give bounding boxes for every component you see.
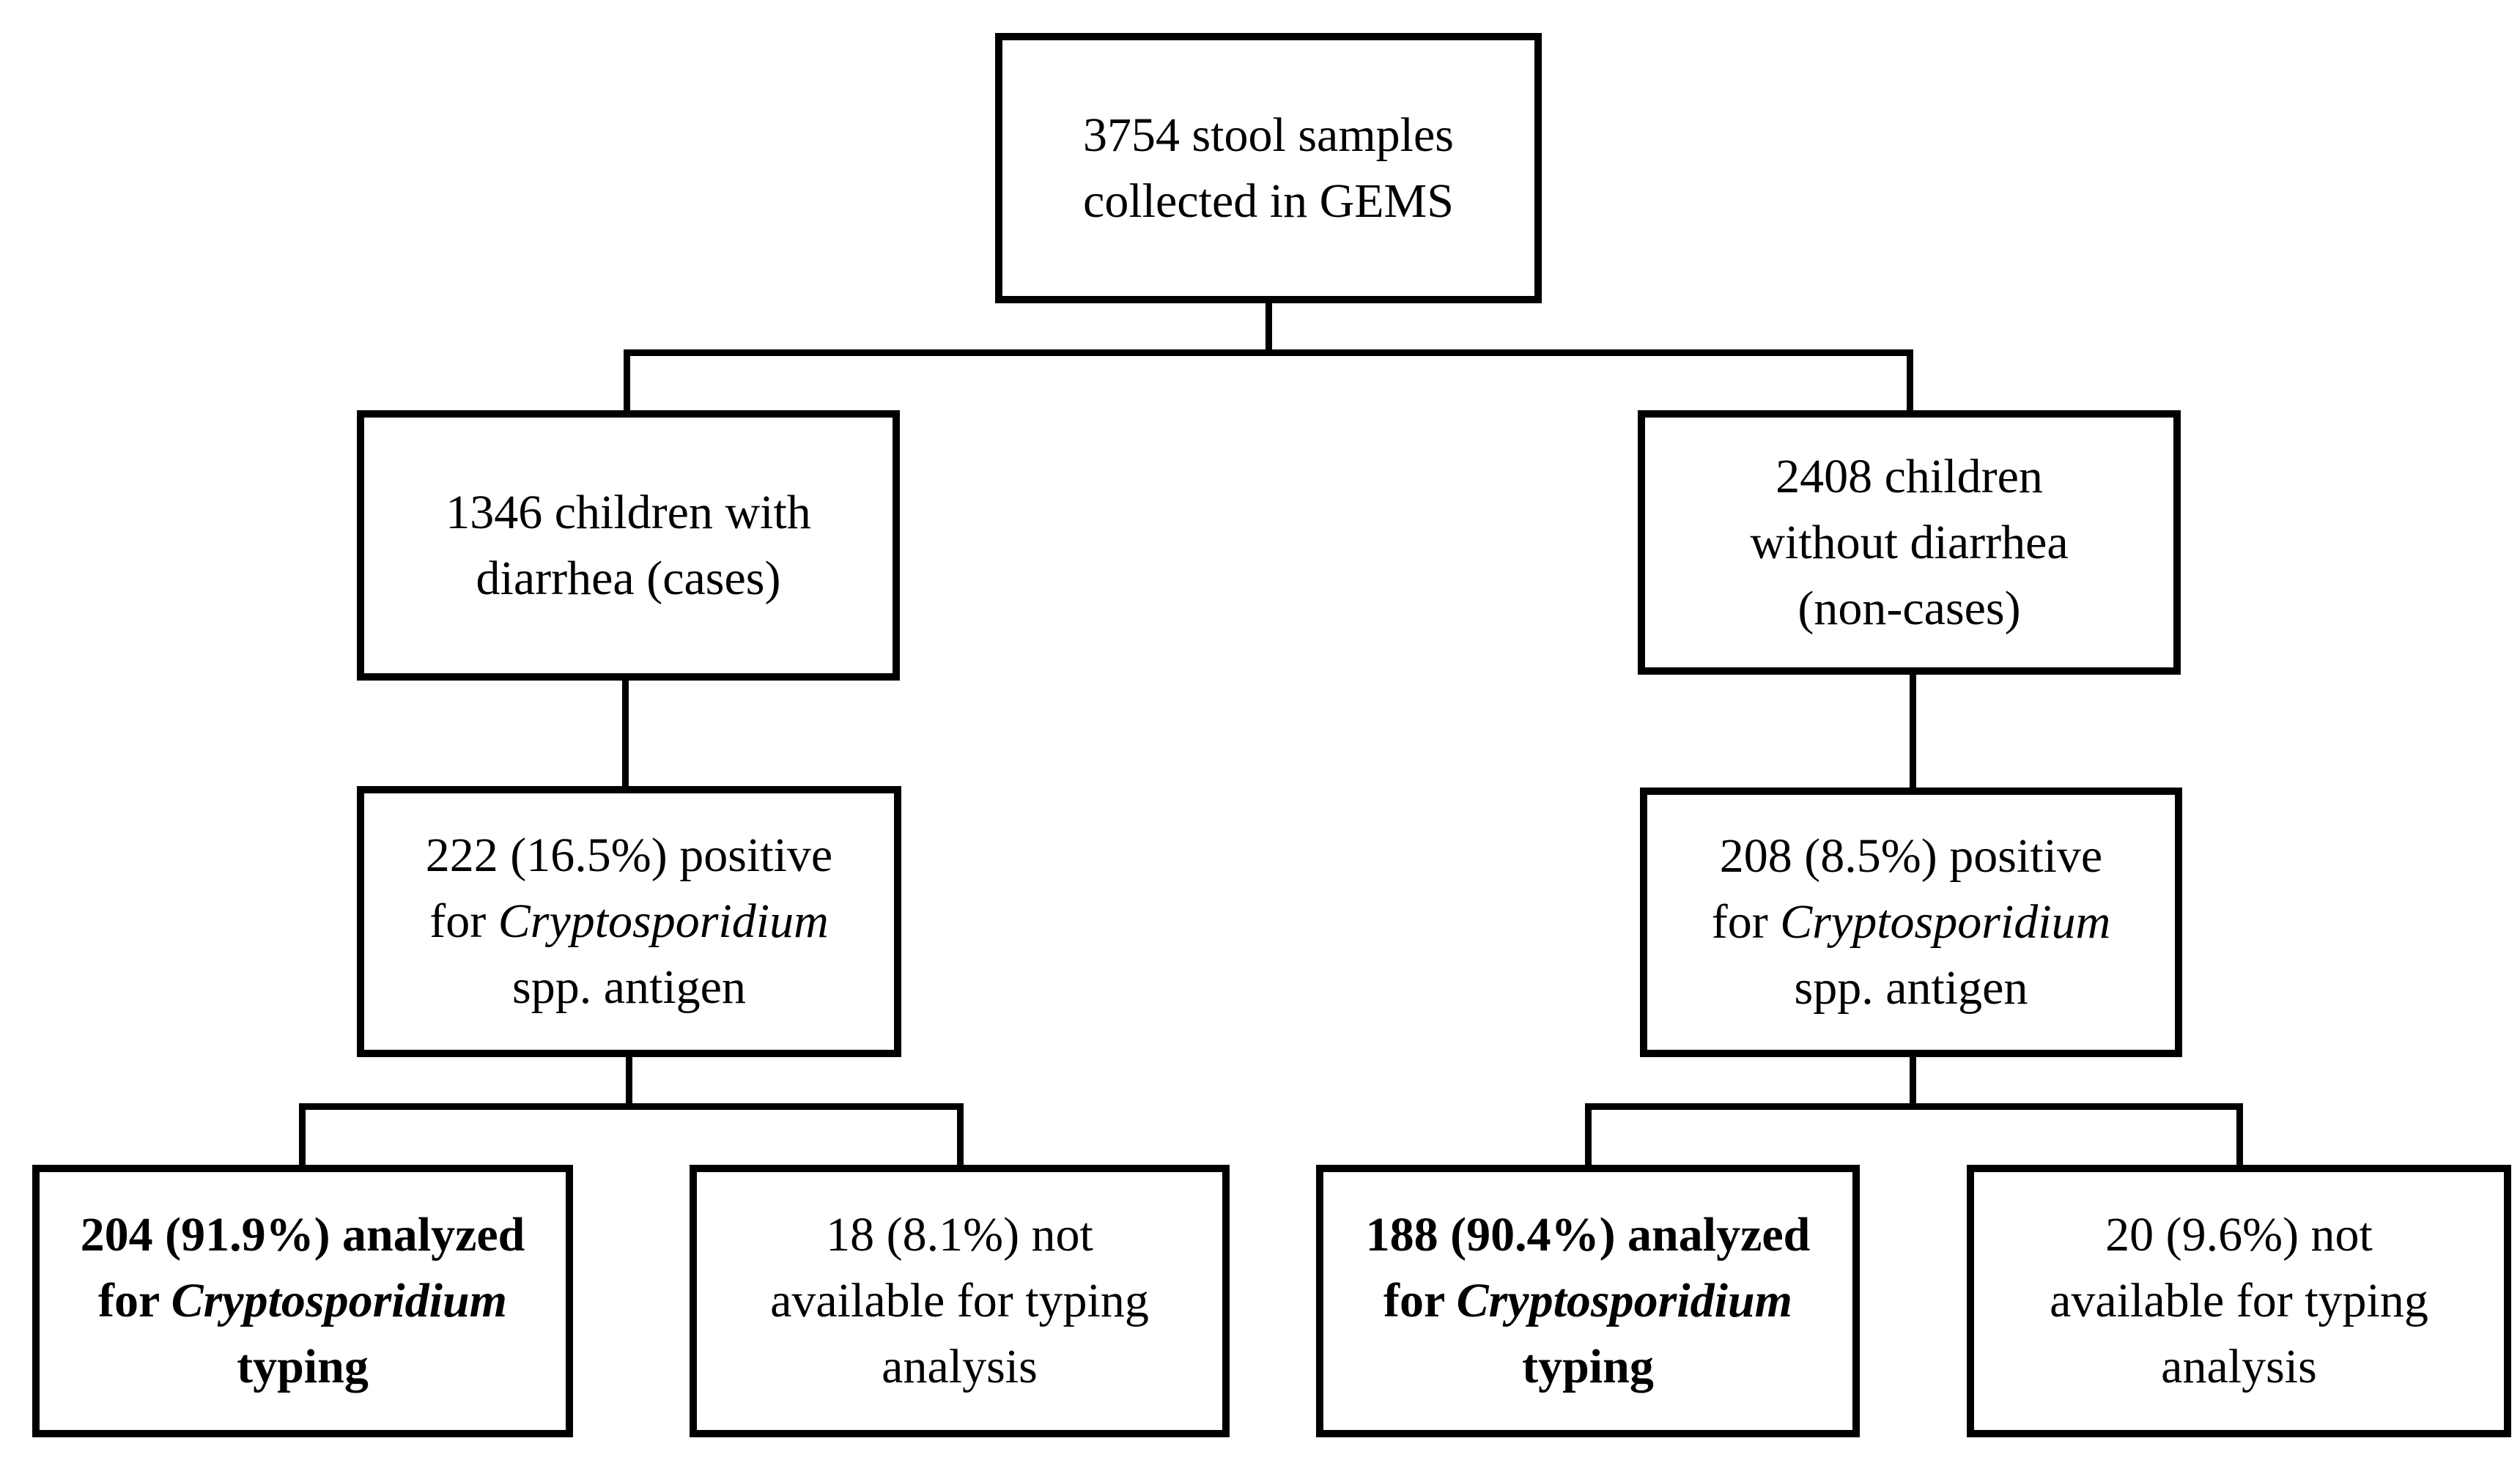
species-name-italic: Cryptosporidium: [171, 1274, 508, 1327]
node-text-line: 2408 children: [1776, 449, 2043, 503]
node-text-line: 18 (8.1%) not: [826, 1208, 1093, 1261]
node-text-line: 3754 stool samples: [1083, 108, 1454, 162]
connector-drop-to-noncases-typed: [1585, 1103, 1592, 1169]
node-text-line: 20 (9.6%) not: [2105, 1208, 2373, 1261]
node-text-line: for Cryptosporidium: [1711, 895, 2111, 949]
node-non-cases: 2408 children without diarrhea (non-case…: [1638, 410, 2181, 675]
node-text-line: without diarrhea: [1750, 515, 2069, 569]
species-name-italic: Cryptosporidium: [1456, 1274, 1793, 1327]
connector-drop-to-noncases-not: [2236, 1103, 2243, 1169]
connector-cases-pos-stem: [626, 1054, 632, 1110]
node-text-line: for Cryptosporidium: [429, 894, 829, 948]
species-name-italic: Cryptosporidium: [1780, 895, 2111, 949]
connector-level1-crossbar: [624, 349, 1913, 356]
node-text-line: 204 (91.9%) analyzed: [80, 1208, 525, 1261]
node-text-line: (non-cases): [1797, 581, 2021, 635]
node-cases-antigen-positive: 222 (16.5%) positive for Cryptosporidium…: [357, 786, 901, 1057]
node-text-line: spp. antigen: [512, 960, 746, 1014]
node-non-cases-typed: 188 (90.4%) analyzed for Cryptosporidium…: [1316, 1165, 1860, 1437]
connector-cases-crossbar: [299, 1103, 964, 1110]
connector-root-stem: [1265, 300, 1272, 355]
node-text-line: available for typing: [770, 1274, 1149, 1327]
node-text-line: collected in GEMS: [1083, 174, 1454, 228]
node-text-line: 208 (8.5%) positive: [1719, 829, 2103, 883]
node-non-cases-not-typed: 20 (9.6%) not available for typing analy…: [1967, 1165, 2511, 1437]
node-non-cases-antigen-positive: 208 (8.5%) positive for Cryptosporidium …: [1640, 788, 2182, 1057]
node-text-line: typing: [237, 1340, 369, 1393]
connector-drop-to-cases: [624, 349, 630, 417]
species-name-italic: Cryptosporidium: [498, 894, 829, 948]
node-text-line: typing: [1522, 1340, 1654, 1393]
node-text-line: diarrhea (cases): [476, 551, 781, 605]
connector-noncases-to-positive: [1910, 672, 1916, 793]
node-text-line: for Cryptosporidium: [97, 1274, 508, 1327]
node-text-line: for Cryptosporidium: [1383, 1274, 1793, 1327]
connector-cases-to-positive: [622, 678, 629, 791]
connector-noncases-pos-stem: [1910, 1054, 1916, 1110]
connector-drop-to-noncases: [1907, 349, 1913, 417]
node-cases-typed: 204 (91.9%) analyzed for Cryptosporidium…: [32, 1165, 573, 1437]
node-text-line: spp. antigen: [1794, 961, 2028, 1015]
connector-drop-to-cases-typed: [299, 1103, 306, 1169]
node-total-samples: 3754 stool samples collected in GEMS: [995, 33, 1542, 303]
node-text-line: available for typing: [2050, 1274, 2428, 1327]
connector-noncases-crossbar: [1585, 1103, 2243, 1110]
node-text-line: analysis: [882, 1340, 1038, 1393]
node-text-line: 188 (90.4%) analyzed: [1365, 1208, 1811, 1261]
node-cases-not-typed: 18 (8.1%) not available for typing analy…: [690, 1165, 1230, 1437]
node-text-line: 1346 children with: [446, 485, 811, 539]
connector-drop-to-cases-not: [957, 1103, 964, 1169]
node-text-line: 222 (16.5%) positive: [425, 829, 833, 882]
node-text-line: analysis: [2161, 1340, 2317, 1393]
node-cases: 1346 children with diarrhea (cases): [357, 410, 900, 681]
